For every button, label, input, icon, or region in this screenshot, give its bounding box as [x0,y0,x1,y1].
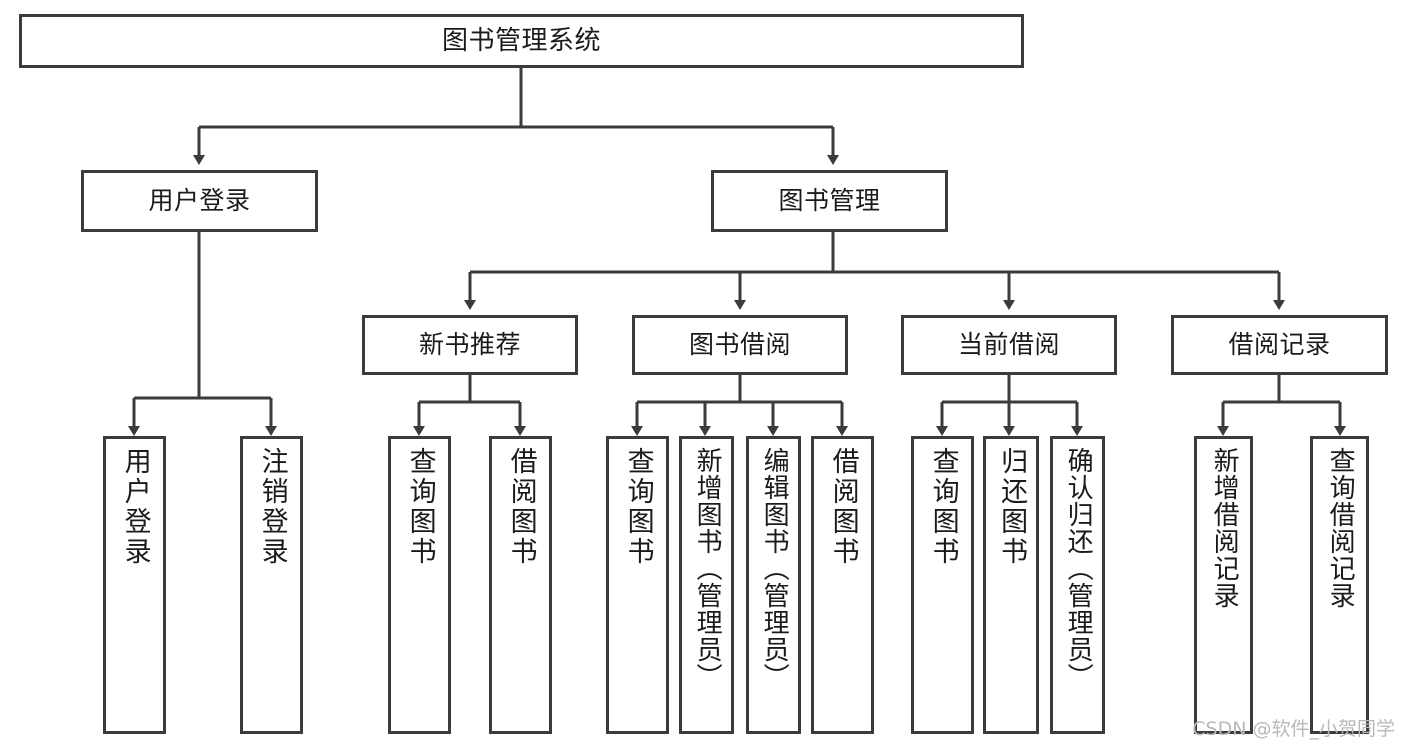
node-leaf-logout-label: 注销登录 [256,447,288,567]
node-leaf-query-record[interactable]: 查询借阅记录 [1310,436,1369,734]
node-user-login-label: 用户登录 [148,186,251,216]
node-leaf-query-book-3[interactable]: 查询图书 [911,436,974,734]
node-leaf-edit-book-label: 编辑图书（管理员） [759,447,790,690]
node-current-borrow[interactable]: 当前借阅 [901,315,1117,375]
node-leaf-return-book[interactable]: 归还图书 [983,436,1039,734]
node-leaf-confirm-return[interactable]: 确认归还（管理员） [1050,436,1105,734]
node-leaf-add-record[interactable]: 新增借阅记录 [1194,436,1253,734]
node-leaf-add-book[interactable]: 新增图书（管理员） [679,436,734,734]
node-leaf-add-record-label: 新增借阅记录 [1209,447,1240,609]
node-new-book-recommend-label: 新书推荐 [418,330,521,360]
node-leaf-borrow-book-1-label: 借阅图书 [505,447,537,567]
node-leaf-query-book-2[interactable]: 查询图书 [606,436,669,734]
node-book-borrow[interactable]: 图书借阅 [632,315,848,375]
node-leaf-borrow-book-2-label: 借阅图书 [827,447,859,567]
node-root[interactable]: 图书管理系统 [19,14,1024,68]
watermark: CSDN @软件_小贺同学 [1192,718,1395,740]
node-leaf-user-login-label: 用户登录 [119,447,151,567]
node-root-label: 图书管理系统 [441,25,601,56]
node-leaf-query-book-3-label: 查询图书 [927,447,959,567]
node-leaf-user-login[interactable]: 用户登录 [103,436,166,734]
node-leaf-borrow-book-2[interactable]: 借阅图书 [811,436,874,734]
node-user-login[interactable]: 用户登录 [81,170,318,232]
node-leaf-logout[interactable]: 注销登录 [240,436,303,734]
node-leaf-query-book-2-label: 查询图书 [622,447,654,567]
node-borrow-record-label: 借阅记录 [1228,330,1331,360]
node-book-management-label: 图书管理 [778,186,881,216]
node-current-borrow-label: 当前借阅 [957,330,1060,360]
node-leaf-confirm-return-label: 确认归还（管理员） [1063,447,1094,690]
node-leaf-query-record-label: 查询借阅记录 [1325,447,1356,609]
node-new-book-recommend[interactable]: 新书推荐 [362,315,578,375]
node-leaf-return-book-label: 归还图书 [996,447,1028,567]
node-leaf-edit-book[interactable]: 编辑图书（管理员） [746,436,801,734]
node-leaf-borrow-book-1[interactable]: 借阅图书 [489,436,552,734]
node-leaf-query-book-1[interactable]: 查询图书 [388,436,451,734]
node-book-management[interactable]: 图书管理 [711,170,948,232]
node-borrow-record[interactable]: 借阅记录 [1171,315,1388,375]
node-leaf-add-book-label: 新增图书（管理员） [692,447,723,690]
node-book-borrow-label: 图书借阅 [688,330,791,360]
node-leaf-query-book-1-label: 查询图书 [404,447,436,567]
